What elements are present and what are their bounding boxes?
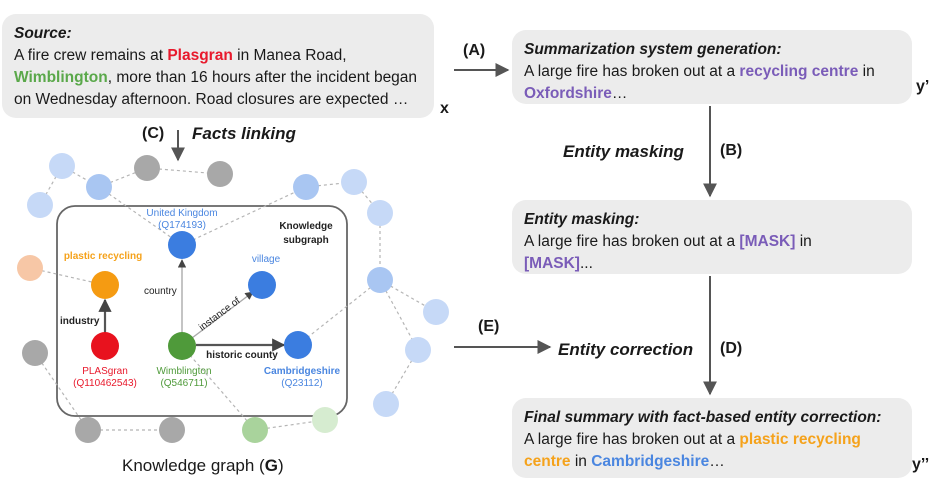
var-y-prime: y’ — [916, 78, 930, 95]
step-e-text: Entity correction — [558, 340, 694, 359]
summary-text-1: A large fire has broken out at a — [524, 63, 740, 80]
final-text-1: A large fire has broken out at a — [524, 431, 740, 448]
node-united-kingdom — [168, 231, 196, 259]
masking-text-2: in — [795, 233, 812, 250]
node-cambridgeshire — [284, 331, 312, 359]
source-box: Source: A fire crew remains at Plasgran … — [2, 14, 434, 118]
step-d-label: (D) — [720, 340, 743, 357]
source-text-3: , more than 16 hours after the incident … — [14, 69, 418, 108]
label-wimblington-name: Wimblington — [156, 366, 211, 377]
entity-wimblington: Wimblington — [14, 69, 108, 86]
summary-text-2: in — [858, 63, 875, 80]
label-plastic-recycling: plastic recycling — [64, 251, 142, 262]
var-x: x — [440, 100, 449, 117]
entity-oxfordshire: Oxfordshire — [524, 85, 612, 102]
label-subgraph-2: subgraph — [283, 235, 329, 246]
knowledge-subgraph-box — [56, 205, 348, 417]
label-cambridgeshire-id: (Q23112) — [281, 378, 323, 389]
source-text-2: in Manea Road, — [232, 47, 347, 64]
step-b-label: (B) — [720, 142, 743, 159]
entity-recycling-centre: recycling centre — [739, 63, 859, 80]
node-wimblington — [168, 332, 196, 360]
entity-cambridgeshire: Cambridgeshire — [591, 453, 710, 470]
final-box: Final summary with fact-based entity cor… — [512, 398, 912, 478]
step-c-label: (C) — [142, 125, 165, 142]
label-plasgran-id: (Q110462543) — [73, 378, 137, 389]
label-wimblington-id: (Q546711) — [160, 378, 207, 389]
label-cambridgeshire-name: Cambridgeshire — [264, 366, 341, 377]
kg-caption-g: G — [264, 456, 278, 475]
masking-text-1: A large fire has broken out at a — [524, 233, 740, 250]
step-b-text: Entity masking — [563, 142, 684, 161]
summary-header: Summarization system generation: — [524, 41, 782, 58]
label-village: village — [252, 254, 281, 265]
step-e-label: (E) — [478, 318, 500, 335]
label-country: country — [144, 286, 177, 297]
summary-text-3: … — [611, 85, 628, 102]
kg-caption-pre: Knowledge graph ( — [122, 456, 265, 475]
kg-caption-post: ) — [277, 456, 284, 475]
label-industry: industry — [60, 316, 100, 327]
label-subgraph-1: Knowledge — [279, 221, 333, 232]
final-text-3: … — [709, 453, 725, 470]
knowledge-graph-caption: Knowledge graph (G) — [122, 456, 284, 476]
edge-instance-of — [191, 291, 254, 339]
mask-token-2: [MASK] — [524, 255, 580, 272]
outer-graph-nodes — [17, 153, 449, 443]
label-uk-name: United Kingdom — [146, 208, 217, 219]
mask-token-1: [MASK] — [739, 233, 796, 250]
source-header: Source: — [14, 25, 72, 42]
node-plastic-recycling — [91, 271, 119, 299]
masking-header: Entity masking: — [524, 211, 640, 228]
node-plasgran — [91, 332, 119, 360]
final-header: Final summary with fact-based entity cor… — [524, 409, 882, 426]
step-c-text: Facts linking — [192, 124, 296, 143]
masking-box: Entity masking: A large fire has broken … — [512, 200, 912, 274]
source-text-1: A fire crew remains at — [14, 47, 168, 64]
label-historic-county: historic county — [206, 350, 278, 361]
step-a-label: (A) — [463, 42, 486, 59]
var-y-double-prime: y’’ — [912, 456, 930, 473]
final-text-2: in — [570, 453, 592, 470]
masking-text-3: ... — [579, 255, 593, 272]
label-instance-of: instance of — [197, 295, 242, 333]
entity-plastic-recycling-centre: plastic recycling centre — [524, 431, 861, 470]
label-uk-id: (Q174193) — [158, 220, 206, 231]
label-plasgran-name: PLASgran — [82, 366, 128, 377]
node-village — [248, 271, 276, 299]
summary-box: Summarization system generation: A large… — [512, 30, 912, 104]
entity-plasgran: Plasgran — [167, 47, 233, 64]
